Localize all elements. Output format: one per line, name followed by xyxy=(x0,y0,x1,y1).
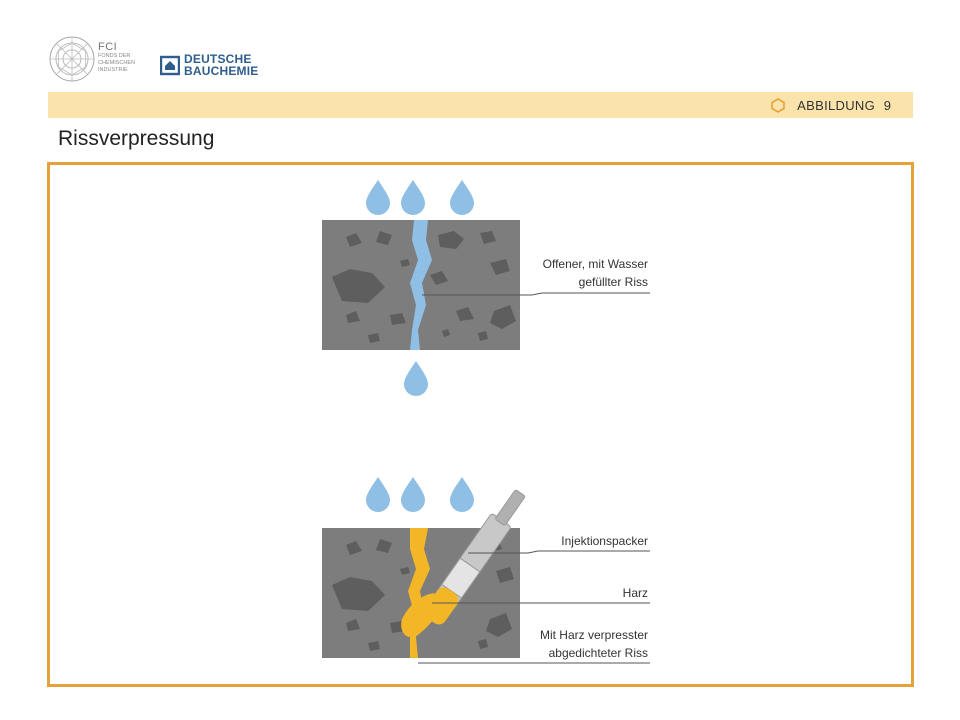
packer-nozzle xyxy=(495,489,526,526)
water-filled-crack xyxy=(410,220,432,350)
figure-banner: ABBILDUNG 9 xyxy=(48,92,913,118)
aggregates-top xyxy=(332,231,516,343)
water-drops-top xyxy=(366,180,474,215)
db-logo-line1: DEUTSCHE xyxy=(184,52,252,66)
fci-subtitle-line: FONDS DER xyxy=(98,53,131,59)
fci-subtitle-line: CHEMISCHEN xyxy=(98,60,135,66)
callout-label: Injektionspacker xyxy=(561,534,648,548)
crack-injection-diagram: Offener, mit Wasser gefüllter Riss xyxy=(322,180,650,664)
fci-name: FCI xyxy=(98,41,118,53)
injection-packer xyxy=(424,489,526,625)
water-drop-icon xyxy=(366,477,390,512)
callout-label: Harz xyxy=(623,586,648,600)
water-drop-icon xyxy=(401,477,425,512)
packer-resin-tube xyxy=(424,587,459,625)
deutsche-bauchemie-logo: DEUTSCHE BAUCHEMIE xyxy=(160,52,270,80)
water-drops-bottom xyxy=(366,477,474,512)
diagram-frame: Offener, mit Wasser gefüllter Riss xyxy=(47,162,914,687)
fci-logo: FCI FONDS DER CHEMISCHEN INDUSTRIE xyxy=(48,35,158,87)
db-logo-line2: BAUCHEMIE xyxy=(184,64,259,78)
callout-line xyxy=(468,550,650,554)
figure-label: ABBILDUNG xyxy=(797,98,875,113)
water-drop-icon xyxy=(404,361,428,396)
callout-label: abgedichteter Riss xyxy=(549,646,648,660)
water-drop-icon xyxy=(450,477,474,512)
figure-number: 9 xyxy=(883,98,891,113)
callout-label: Mit Harz verpresster xyxy=(540,628,648,642)
callout-label: gefüllter Riss xyxy=(579,275,648,289)
water-drop-icon xyxy=(450,180,474,215)
bottom-panel: Injektionspacker Harz Mit Harz verpresst… xyxy=(322,477,650,664)
fci-seal-icon xyxy=(49,36,95,82)
fci-subtitle-line: INDUSTRIE xyxy=(98,67,128,73)
water-drop-icon xyxy=(401,180,425,215)
callout-label: Offener, mit Wasser xyxy=(543,257,648,271)
fci-subtitle: FONDS DER CHEMISCHEN INDUSTRIE xyxy=(98,53,158,74)
water-drop-icon xyxy=(366,180,390,215)
page-title: Rissverpressung xyxy=(58,127,215,150)
hexagon-icon xyxy=(771,98,785,113)
callout-line xyxy=(422,292,650,296)
top-panel: Offener, mit Wasser gefüllter Riss xyxy=(322,180,650,396)
house-icon xyxy=(160,55,180,76)
